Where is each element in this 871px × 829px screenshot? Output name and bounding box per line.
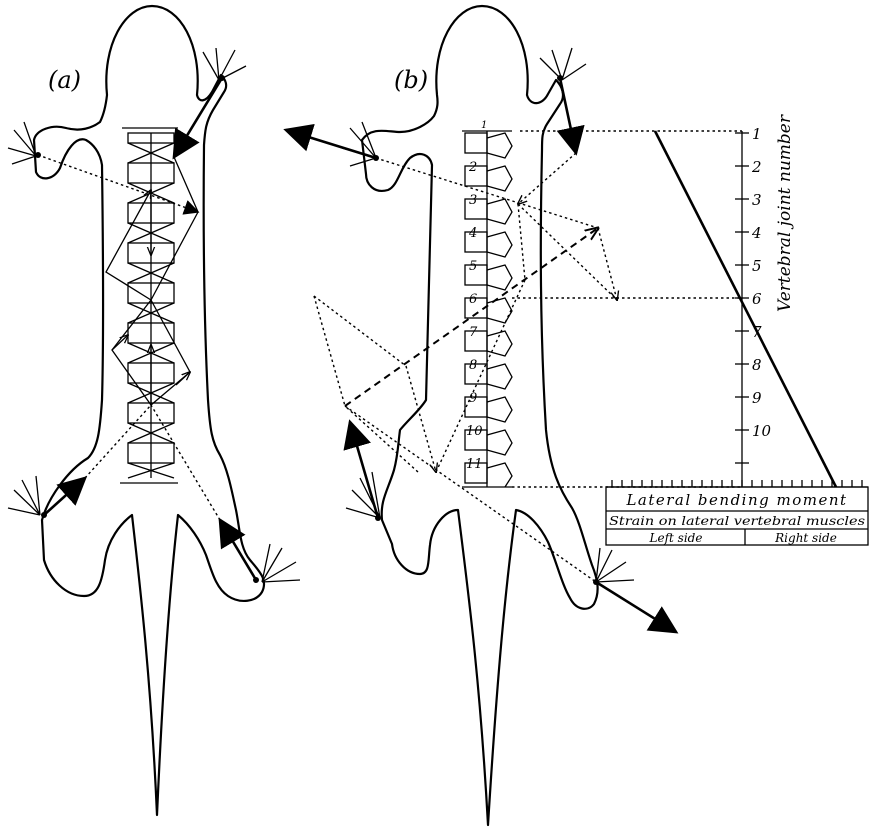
joint-label-4: 4 (468, 226, 477, 241)
joint-label-10: 10 (466, 424, 483, 439)
joint-label-1: 1 (481, 120, 487, 131)
panel-b: (b) (286, 6, 868, 825)
lizard-b-hand-left (342, 122, 376, 166)
table-cell-right-side: Right side (774, 531, 837, 545)
axis-title: Vertebral joint number (775, 114, 795, 312)
axis-tick-3: 3 (752, 191, 762, 209)
axis-tick-10: 10 (752, 422, 772, 440)
table-row-bending-moment: Lateral bending moment (625, 491, 847, 509)
vertebral-column-a (120, 128, 178, 483)
legend-table: Lateral bending moment Strain on lateral… (606, 487, 868, 545)
joint-label-9: 9 (469, 391, 477, 406)
table-row-muscle-strain: Strain on lateral vertebral muscles (609, 514, 865, 528)
table-cell-left-side: Left side (649, 531, 703, 545)
axis-tick-6: 6 (752, 290, 762, 308)
axis-tick-4: 4 (751, 224, 762, 242)
axis-tick-9: 9 (752, 389, 762, 407)
axis-tick-5: 5 (752, 257, 762, 275)
axis-tick-8: 8 (752, 356, 762, 374)
joint-label-6: 6 (469, 292, 477, 307)
joint-label-8: 8 (469, 358, 477, 373)
panel-a-label: (a) (48, 66, 81, 94)
lizard-a-foot-left (8, 476, 40, 515)
lizard-a-foot-right (262, 544, 300, 582)
lizard-a-hand-right (203, 48, 246, 80)
axis-tick-1: 1 (752, 125, 762, 143)
bending-moment-line (655, 131, 836, 487)
lizard-b-foot-right (596, 548, 634, 582)
joint-label-2: 2 (468, 160, 477, 175)
joint-label-5: 5 (469, 259, 477, 274)
lizard-b-hand-right (540, 48, 586, 80)
joint-label-11: 11 (466, 457, 483, 472)
axis-tick-2: 2 (751, 158, 762, 176)
bending-moment-plot: 1 2 3 4 5 6 7 8 9 10 Vertebral joint num… (606, 114, 868, 487)
lizard-a-hand-left (8, 122, 36, 164)
joint-label-3: 3 (469, 193, 477, 208)
panel-b-label: (b) (394, 66, 428, 94)
joint-label-7: 7 (469, 325, 478, 340)
panel-a: (a) (8, 6, 300, 815)
force-diagram-b (286, 75, 742, 632)
